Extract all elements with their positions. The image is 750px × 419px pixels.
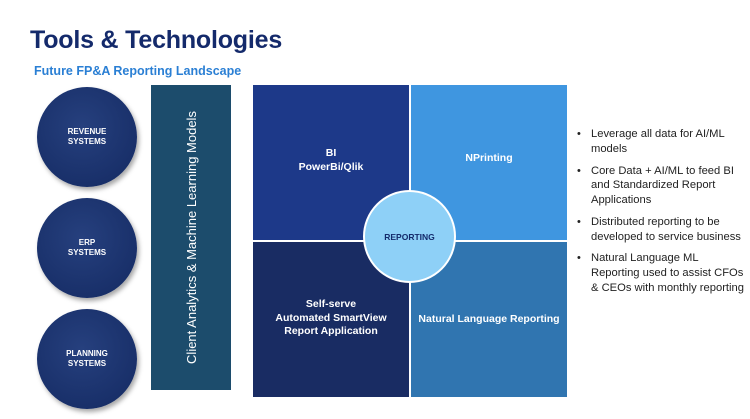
- bullet-item: • Distributed reporting to be developed t…: [575, 215, 745, 245]
- natural-language-quadrant-label: Natural Language Reporting: [418, 313, 560, 325]
- bullet-item: • Natural Language ML Reporting used to a…: [575, 251, 745, 295]
- reporting-center-circle: REPORTING: [363, 190, 456, 283]
- bullet-text: Core Data + AI/ML to feed BI and Standar…: [591, 164, 734, 207]
- bullet-text: Natural Language ML Reporting used to as…: [591, 252, 744, 295]
- analytics-bar-label: Client Analytics & Machine Learning Mode…: [183, 111, 199, 364]
- bullet-list: • Leverage all data for AI/ML models • Cor…: [575, 127, 745, 303]
- page-subtitle: Future FP&A Reporting Landscape: [34, 64, 242, 78]
- reporting-center-label: REPORTING: [384, 231, 435, 242]
- nprinting-quadrant-label: NPrinting: [465, 152, 513, 164]
- bullet-dot-icon: •: [577, 252, 581, 265]
- bullet-dot-icon: •: [577, 164, 581, 177]
- bullet-item: • Leverage all data for AI/ML models: [575, 127, 745, 157]
- bullet-dot-icon: •: [577, 215, 581, 228]
- bullet-dot-icon: •: [577, 128, 581, 140]
- bullet-text: Leverage all data for AI/ML models: [591, 128, 725, 155]
- page-title: Tools & Technologies: [30, 26, 283, 54]
- analytics-bar: Client Analytics & Machine Learning Mode…: [151, 85, 231, 390]
- bullet-text: Distributed reporting to be developed to…: [591, 215, 741, 243]
- bullet-item: • Core Data + AI/ML to feed BI and Standa…: [575, 164, 745, 208]
